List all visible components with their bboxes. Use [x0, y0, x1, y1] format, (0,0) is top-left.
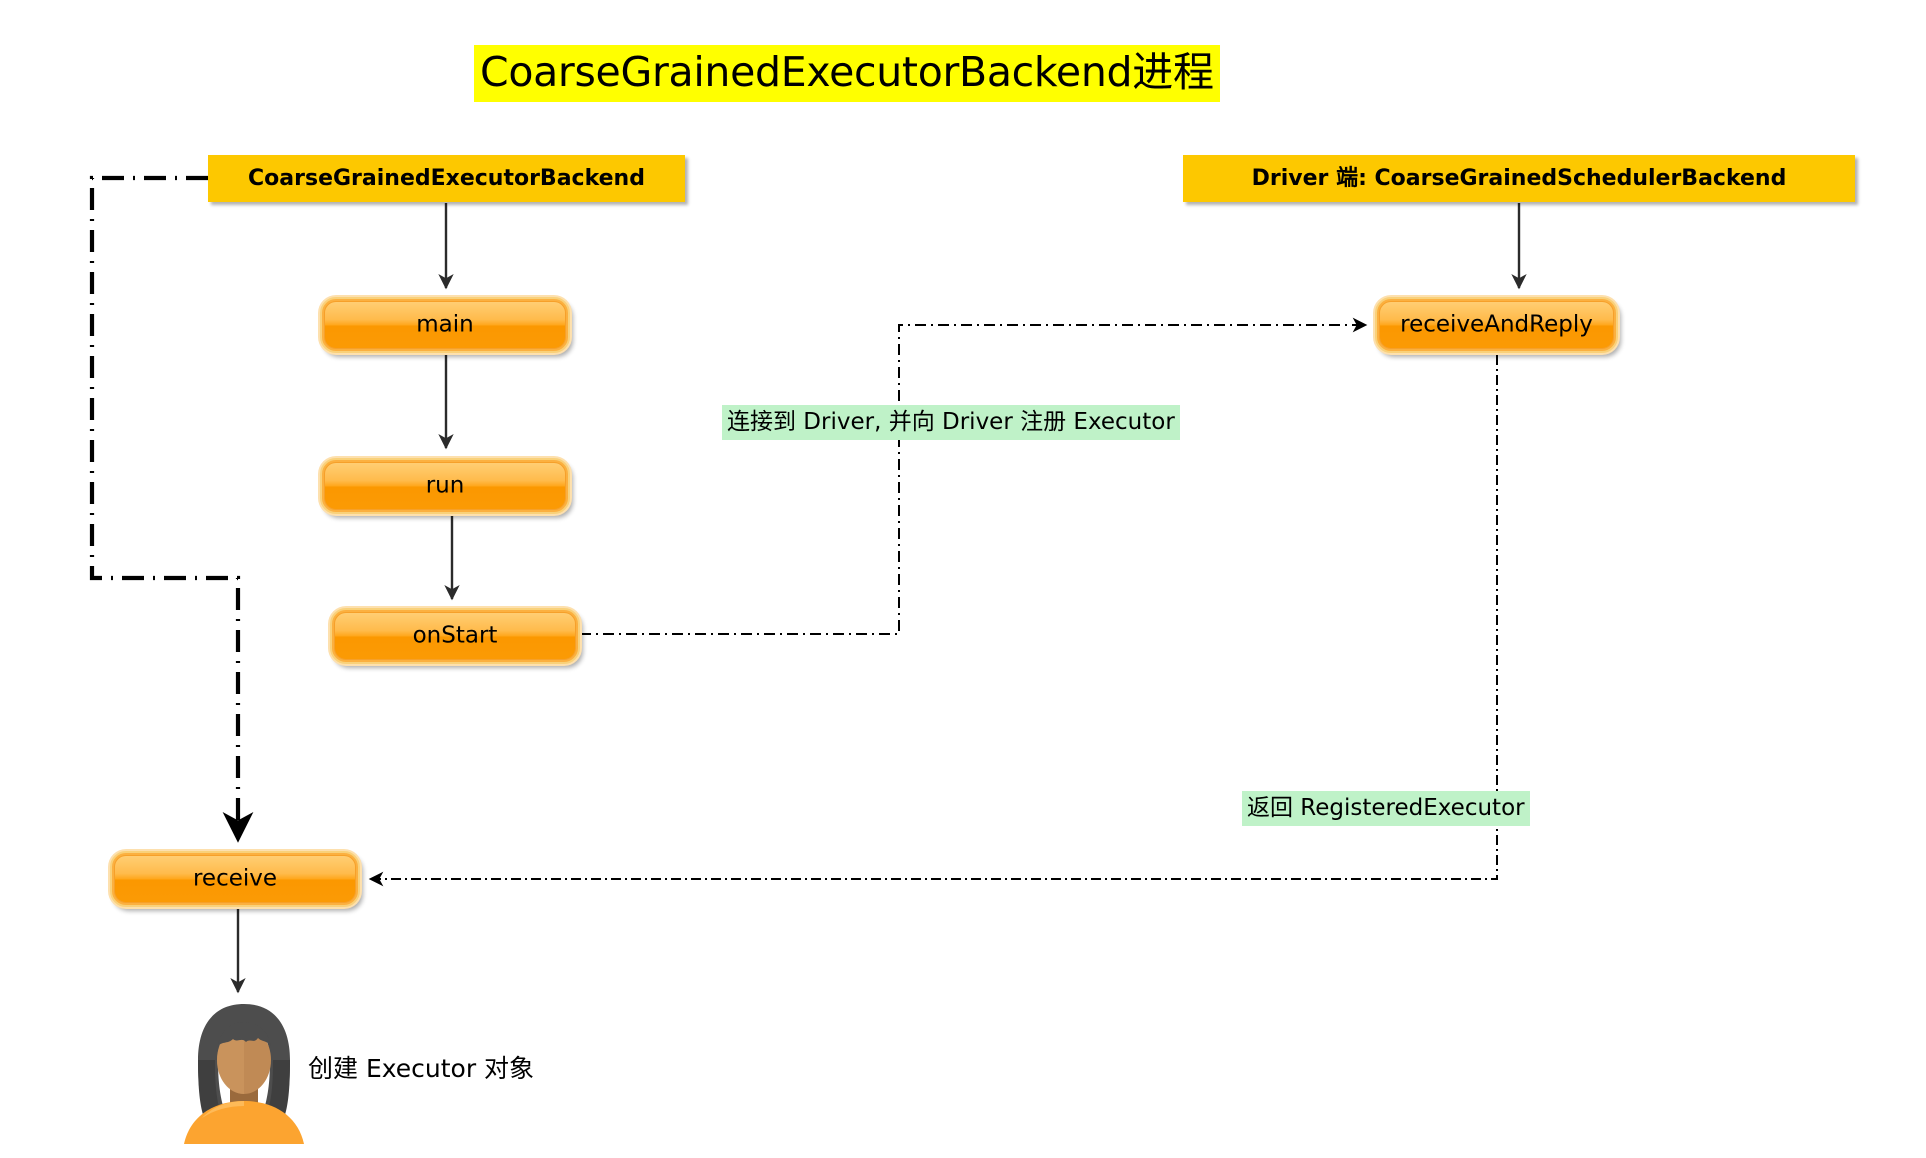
- connector-receiveandreply-to-receive: [368, 355, 1498, 887]
- avatar-hair-right: [266, 1060, 290, 1118]
- page-title: CoarseGrainedExecutorBackend进程: [474, 45, 1220, 103]
- node-onstart[interactable]: onStart: [330, 608, 580, 664]
- node-onstart-label: onStart: [412, 622, 498, 649]
- edge-label-register-executor: 连接到 Driver, 并向 Driver 注册 Executor: [722, 405, 1180, 441]
- node-receive-body: [114, 855, 356, 903]
- avatar-face-highlight: [217, 1026, 244, 1094]
- node-run[interactable]: run: [320, 458, 570, 514]
- edge-label-registered-executor: 返回 RegisteredExecutor: [1242, 791, 1530, 827]
- node-run-body: [324, 462, 566, 510]
- avatar-hair-left: [198, 1060, 222, 1118]
- avatar-hair-fringe: [218, 1022, 271, 1046]
- node-receiveandreply-body: [1379, 301, 1614, 349]
- node-main[interactable]: main: [320, 297, 570, 353]
- actor-caption: 创建 Executor 对象: [308, 1054, 535, 1083]
- avatar-hair-back: [198, 1004, 290, 1116]
- node-onstart-body: [334, 612, 576, 660]
- node-receiveandreply-label: receiveAndReply: [1400, 311, 1593, 338]
- avatar-shirt-highlight: [202, 1101, 244, 1118]
- node-main-label: main: [416, 311, 474, 338]
- node-receive[interactable]: receive: [110, 851, 360, 907]
- connector-backend-to-receive-loop: [89, 175, 254, 843]
- node-run-label: run: [425, 472, 465, 499]
- node-main-body: [324, 301, 566, 349]
- node-receive-label: receive: [192, 865, 278, 892]
- avatar-shirt: [184, 1101, 304, 1144]
- person-avatar-icon: [184, 1004, 304, 1144]
- header-coarsegrainedexecutorbackend[interactable]: CoarseGrainedExecutorBackend: [208, 155, 685, 202]
- connector-onstart-to-receiveandreply: [580, 317, 1368, 635]
- header-driver-coarsegrainedschedulerbackend[interactable]: Driver 端: CoarseGrainedSchedulerBackend: [1183, 155, 1855, 202]
- node-receiveandreply[interactable]: receiveAndReply: [1375, 297, 1618, 353]
